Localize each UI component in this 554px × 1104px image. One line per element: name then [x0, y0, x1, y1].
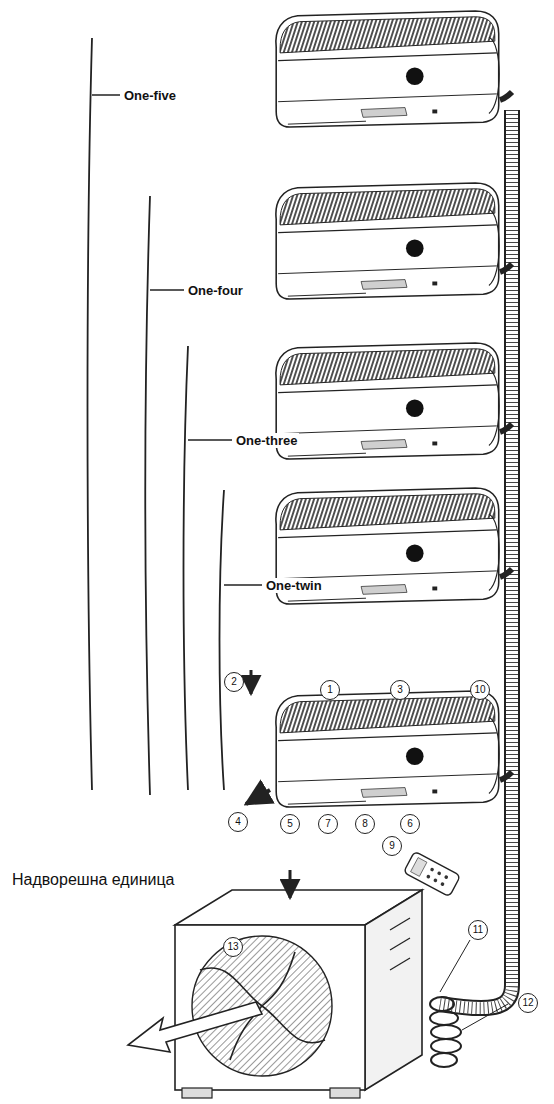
callout-number: 3	[390, 680, 410, 700]
bracket-label: One-twin	[264, 578, 324, 593]
callout-number: 5	[280, 814, 300, 834]
unit-label: Надворешна единица	[10, 871, 176, 889]
callout-number: 9	[382, 836, 402, 856]
bracket-label: One-three	[234, 433, 299, 448]
callout-number: 8	[355, 814, 375, 834]
callout-number: 2	[224, 672, 244, 692]
callout-number: 10	[470, 680, 490, 700]
callout-number: 4	[228, 812, 248, 832]
bracket-label: One-four	[186, 283, 245, 298]
callout-number: 6	[400, 814, 420, 834]
callout-number: 12	[518, 993, 538, 1013]
callout-number: 11	[468, 920, 488, 940]
callout-number: 1	[320, 680, 340, 700]
callout-number: 13	[223, 937, 243, 957]
callout-number: 7	[318, 814, 338, 834]
bracket-label: One-five	[122, 88, 178, 103]
